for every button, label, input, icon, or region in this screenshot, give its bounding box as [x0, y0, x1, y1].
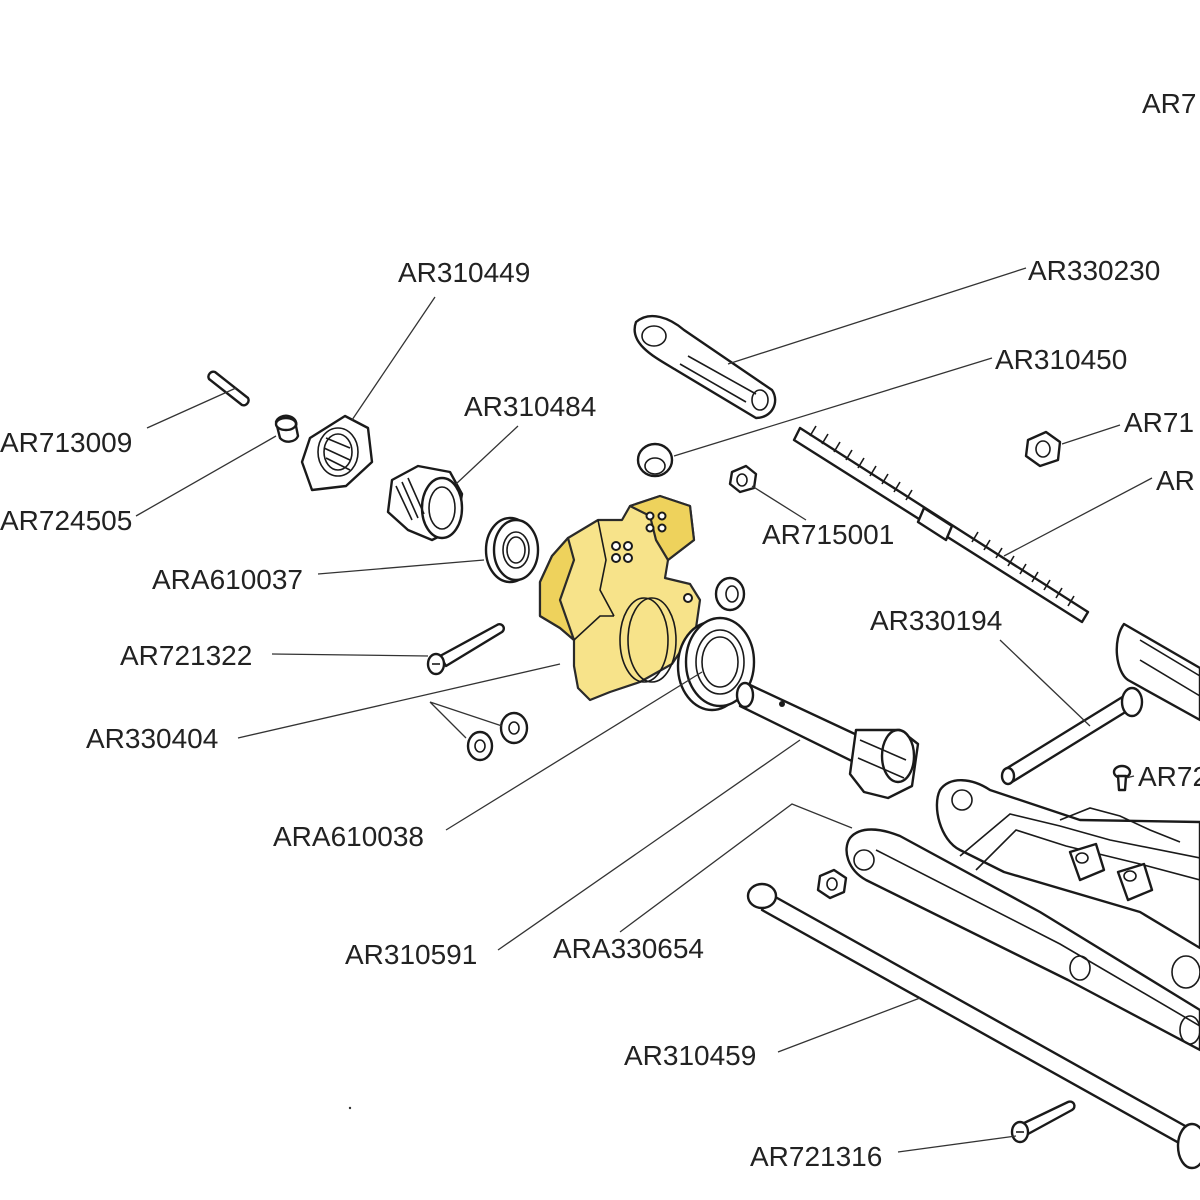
label-ar7-top: AR7: [1142, 88, 1196, 119]
label-ar71-right: AR71: [1124, 407, 1194, 438]
label-ar721322: AR721322: [120, 640, 252, 671]
part-ar713009-pin: [207, 370, 250, 407]
label-ar713009: AR713009: [0, 427, 132, 458]
label-ar721316: AR721316: [750, 1141, 882, 1172]
label-ar310449: AR310449: [398, 257, 530, 288]
part-small-screw-right: [1112, 764, 1132, 792]
part-ara330654-lower-arm: [845, 779, 1200, 1052]
part-ar310449-hex-nut: [300, 414, 374, 492]
label-ar310459: AR310459: [624, 1040, 756, 1071]
part-ar721322-screw: [426, 623, 505, 676]
leader-lines: [135, 267, 1153, 1153]
part-ara610037-bearing: [484, 516, 540, 584]
part-ar715001-nut: [728, 464, 758, 494]
label-ara330654: ARA330654: [553, 933, 704, 964]
label-ar330404: AR330404: [86, 723, 218, 754]
part-threaded-rod: [792, 425, 1090, 624]
label-ar330230: AR330230: [1028, 255, 1160, 286]
part-ar310484-hub: [386, 464, 464, 542]
label-ar310450: AR310450: [995, 344, 1127, 375]
part-ar330194-pin: [1000, 686, 1144, 786]
part-labels: AR7 AR330230 AR310449 AR310450 AR71 AR71…: [0, 88, 1200, 1172]
part-ar310459-driveshaft: [746, 882, 1200, 1170]
part-ara610038-bearing: [676, 616, 756, 712]
part-knuckle-washer: [714, 576, 746, 612]
part-ar330404-knuckle-highlighted: [538, 494, 702, 702]
label-ar330194: AR330194: [870, 605, 1002, 636]
label-ar-right-cut: AR: [1156, 465, 1195, 496]
part-ar724505-bushing: [274, 414, 300, 443]
label-ar724505: AR724505: [0, 505, 132, 536]
part-ar310450-ball: [636, 442, 674, 478]
label-ar310484: AR310484: [464, 391, 596, 422]
label-ar715001: AR715001: [762, 519, 894, 550]
stray-dot: [348, 1106, 352, 1110]
label-ar310591: AR310591: [345, 939, 477, 970]
part-lower-arm-nut: [816, 868, 848, 900]
part-right-nut: [1024, 430, 1062, 468]
label-ara610038: ARA610038: [273, 821, 424, 852]
part-ar330230-link: [633, 314, 777, 420]
part-upper-arm-partial: [1115, 622, 1200, 722]
label-ara610037: ARA610037: [152, 564, 303, 595]
label-ar72-right: AR72: [1138, 761, 1200, 792]
part-ar330404-washers: [466, 711, 529, 762]
part-ar310591-axle: [735, 681, 920, 800]
part-ar721316-screw: [1010, 1100, 1076, 1144]
